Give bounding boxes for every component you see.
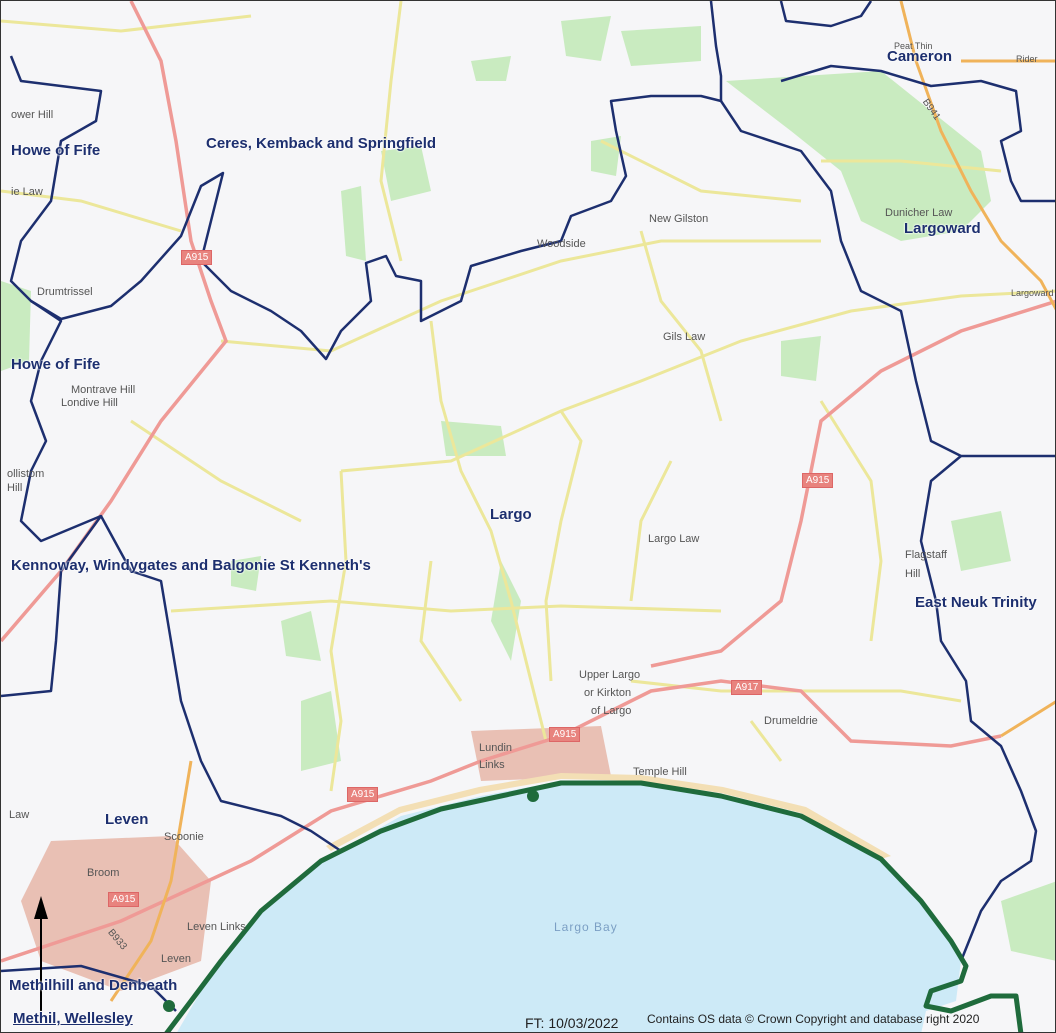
road-shield-a917: A917 — [731, 680, 763, 695]
woodland-cameron — [726, 71, 991, 241]
ward-label-cameron: Cameron — [887, 48, 953, 65]
ward-label-east-neuk: East Neuk Trinity — [915, 594, 1037, 611]
place-label: Hill — [7, 482, 23, 494]
place-label: Woodside — [537, 238, 586, 250]
place-label: Upper Largo — [579, 669, 641, 681]
road-shield-a915: A915 — [347, 787, 379, 802]
ward-label-kennoway: Kennoway, Windygates and Balgonie St Ken… — [11, 557, 371, 574]
place-label: of Largo — [591, 705, 632, 717]
place-label: Drumeldrie — [764, 715, 818, 727]
place-label: Leven — [161, 953, 191, 965]
road-shield-a915: A915 — [802, 473, 834, 488]
place-label: Scoonie — [164, 831, 204, 843]
ward-label-largoward: Largoward — [904, 220, 981, 237]
place-label: ie Law — [11, 186, 43, 198]
place-label: ower Hill — [11, 109, 54, 121]
b-roads — [109, 1, 1055, 1002]
north-arrow-icon — [34, 896, 48, 1011]
place-label: Hill — [905, 568, 921, 580]
ward-label-methilhill: Methilhill and Denbeath — [9, 977, 178, 994]
urban-areas — [21, 726, 611, 991]
woodland-largo — [441, 421, 506, 456]
place-label: Leven Links — [187, 921, 246, 933]
place-label: Dunicher Law — [885, 207, 953, 219]
road-b941 — [899, 1, 1055, 311]
ward-label-howe-of-fife-2: Howe of Fife — [11, 356, 101, 373]
place-label: Temple Hill — [633, 766, 687, 778]
place-label: Largo Law — [648, 533, 700, 545]
ward-label-largo: Largo — [490, 506, 532, 523]
place-label: New Gilston — [649, 213, 709, 225]
place-label: ollistom — [7, 468, 45, 480]
place-label: Londive Hill — [61, 397, 118, 409]
coastline — [164, 780, 1024, 1032]
road-a915-east — [650, 299, 1055, 668]
ward-label-ceres: Ceres, Kemback and Springfield — [206, 135, 437, 152]
ward-boundaries — [1, 1, 1055, 1012]
minor-roads — [1, 1, 1055, 792]
place-label: Gils Law — [663, 331, 706, 343]
road-shield-a915: A915 — [108, 892, 140, 907]
place-label: Links — [479, 759, 505, 771]
road-shield-a915: A915 — [181, 250, 213, 265]
place-label: Montrave Hill — [71, 384, 136, 396]
urban-leven — [21, 836, 211, 991]
place-label: Flagstaff — [905, 549, 947, 561]
water-label-largo-bay: Largo Bay — [554, 920, 618, 934]
place-label: or Kirkton — [584, 687, 632, 699]
place-label: Largoward — [1011, 288, 1054, 298]
place-label: Drumtrissel — [37, 286, 93, 298]
woodland-patches — [1, 16, 1055, 961]
footer-copyright: Contains OS data © Crown Copyright and d… — [647, 1012, 980, 1026]
ward-label-howe-of-fife: Howe of Fife — [11, 142, 101, 159]
woodland-west — [1, 281, 31, 371]
place-label: Law — [9, 809, 30, 821]
place-label: Broom — [87, 867, 120, 879]
ward-label-leven: Leven — [105, 811, 149, 828]
road-shield-a915: A915 — [549, 727, 581, 742]
ward-label-methil: Methil, Wellesley — [13, 1010, 133, 1027]
place-label: Rider — [1016, 54, 1038, 64]
place-label: Peat Thin — [894, 41, 933, 51]
sea-largo-bay — [177, 781, 961, 1032]
footer-date: FT: 10/03/2022 — [525, 1015, 619, 1031]
place-label: Lundin — [479, 742, 513, 754]
